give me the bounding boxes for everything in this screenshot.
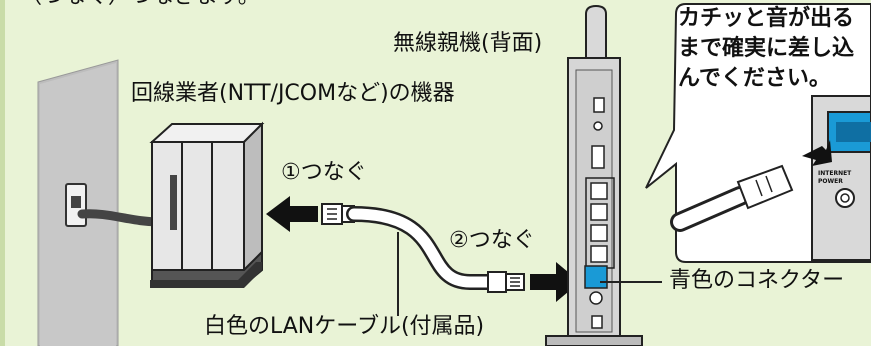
port-text-internet: INTERNET xyxy=(818,170,852,177)
wall-outlet-icon xyxy=(65,183,87,227)
step2-label: ②つなぐ xyxy=(446,230,538,252)
left-border xyxy=(0,0,5,346)
lan-plug-2-icon xyxy=(487,271,525,293)
zoom-arrow-icon xyxy=(802,140,832,166)
port-small-text: INTERNET POWER xyxy=(818,170,851,186)
callout-line-2: まで確実に差し込 xyxy=(678,36,855,61)
modem-label: 回線業者(NTT/JCOMなど)の機器 xyxy=(131,81,455,106)
router-device-icon xyxy=(545,4,643,346)
zoom-port-detail xyxy=(811,95,871,261)
router-label: 無線親機(背面) xyxy=(393,31,543,56)
top-cut-text: （つなぐ）つなぎます。 xyxy=(20,0,260,8)
lan-cable xyxy=(348,208,496,288)
step1-label: ①つなぐ xyxy=(278,162,370,184)
cable-label: 白色のLANケーブル(付属品) xyxy=(201,316,488,338)
callout-line-1: カチッと音が出る xyxy=(678,6,855,31)
port-text-power: POWER xyxy=(818,178,843,185)
blue-port xyxy=(584,265,608,289)
callout-line-3: んでください。 xyxy=(678,66,831,91)
step1-arrow-icon xyxy=(266,196,318,232)
callout-text: カチッと音が出る まで確実に差し込 んでください。 xyxy=(678,4,854,94)
blue-connector-label: 青色のコネクター xyxy=(666,270,848,292)
modem-device-icon xyxy=(149,121,265,288)
lan-plug-1-icon xyxy=(321,203,355,225)
zoom-plug-icon xyxy=(670,164,794,232)
